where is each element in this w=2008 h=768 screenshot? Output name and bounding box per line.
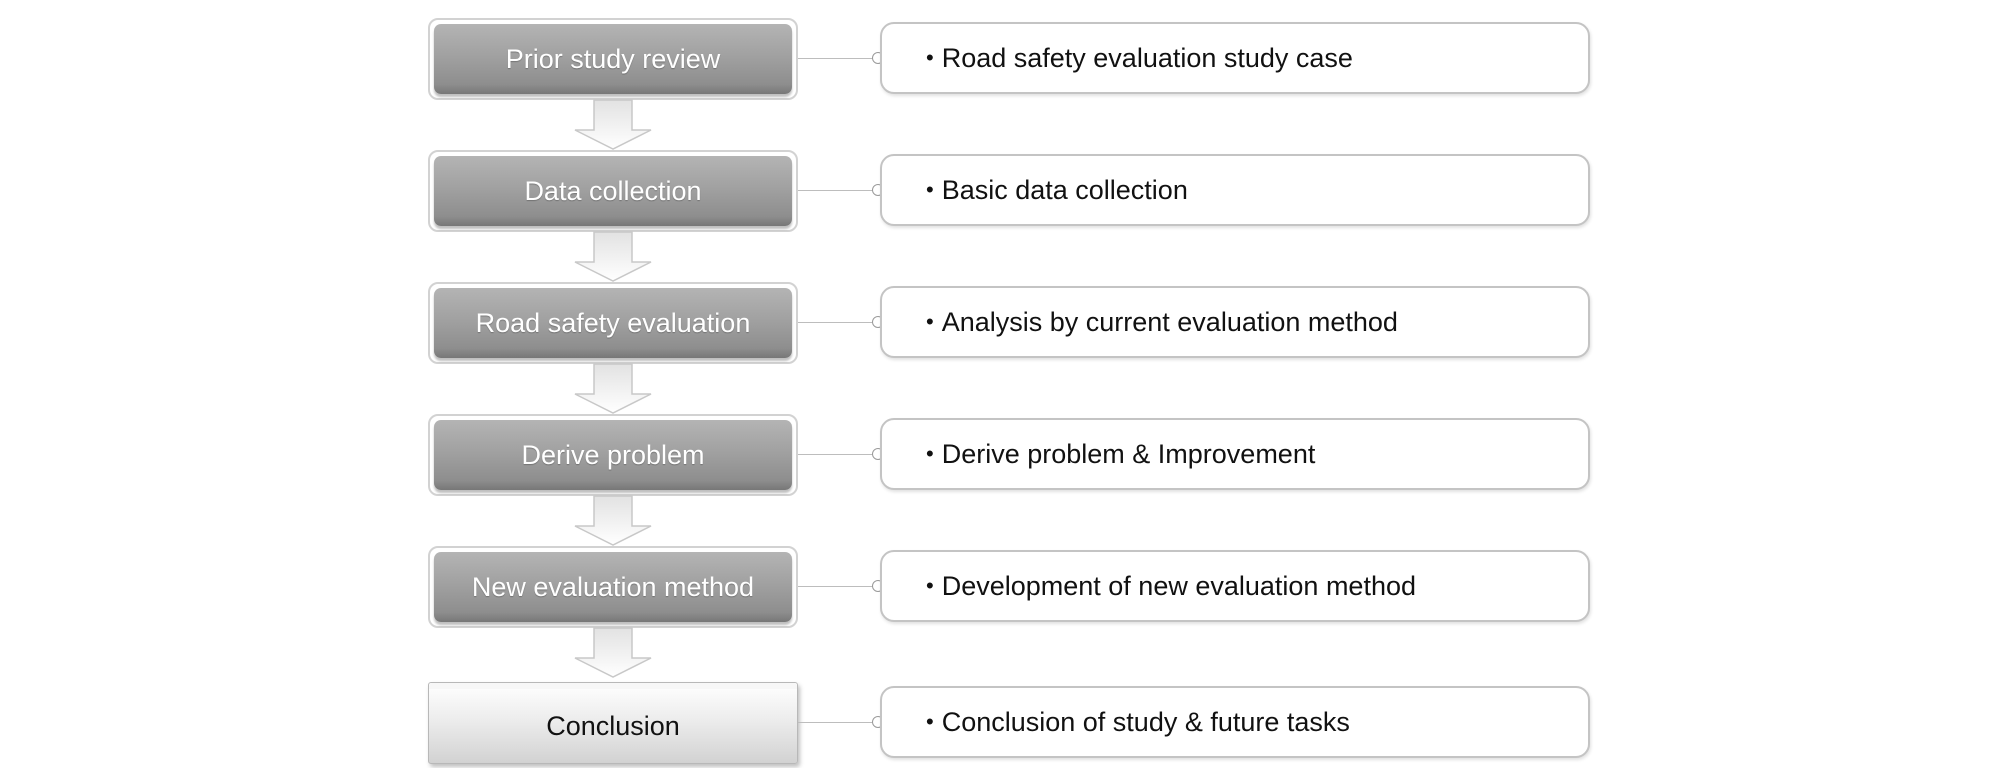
bullet-icon: • (926, 45, 934, 70)
connector-line (798, 322, 874, 323)
connector-line (798, 454, 874, 455)
detail-text: Road safety evaluation study case (941, 42, 1353, 73)
connector-line (798, 58, 874, 59)
bullet-icon: • (926, 709, 934, 734)
detail-box: • Conclusion of study & future tasks (880, 686, 1590, 758)
down-arrow-icon (574, 231, 652, 282)
detail-text: Basic data collection (941, 174, 1188, 205)
connector-line (798, 586, 874, 587)
step-label: New evaluation method (471, 571, 755, 602)
step-box: New evaluation method (428, 546, 798, 628)
bullet-icon: • (926, 177, 934, 202)
connector-line (798, 190, 874, 191)
step-box-fill: Conclusion (429, 683, 797, 763)
step-label: Road safety evaluation (475, 307, 751, 338)
detail-box: • Derive problem & Improvement (880, 418, 1590, 490)
down-arrow-icon (574, 495, 652, 546)
step-box-fill: Road safety evaluation (434, 288, 792, 358)
bullet-icon: • (926, 441, 934, 466)
bullet-icon: • (926, 309, 934, 334)
detail-box: • Road safety evaluation study case (880, 22, 1590, 94)
step-label: Derive problem (521, 439, 705, 470)
step-box: Data collection (428, 150, 798, 232)
detail-box: • Analysis by current evaluation method (880, 286, 1590, 358)
detail-box: • Basic data collection (880, 154, 1590, 226)
step-box: Conclusion (428, 682, 798, 764)
down-arrow-icon (574, 99, 652, 150)
step-box-fill: Derive problem (434, 420, 792, 490)
step-box-fill: New evaluation method (434, 552, 792, 622)
connector-line (798, 722, 874, 723)
step-label: Prior study review (505, 43, 721, 74)
detail-text: Analysis by current evaluation method (941, 306, 1398, 337)
step-label: Data collection (524, 175, 702, 206)
detail-text: Development of new evaluation method (941, 570, 1416, 601)
detail-text: Derive problem & Improvement (941, 438, 1316, 469)
step-box-fill: Prior study review (434, 24, 792, 94)
step-box: Prior study review (428, 18, 798, 100)
step-label: Conclusion (546, 710, 680, 741)
detail-box: • Development of new evaluation method (880, 550, 1590, 622)
step-box-fill: Data collection (434, 156, 792, 226)
bullet-icon: • (926, 573, 934, 598)
down-arrow-icon (574, 363, 652, 414)
step-box: Road safety evaluation (428, 282, 798, 364)
down-arrow-icon (574, 627, 652, 678)
detail-text: Conclusion of study & future tasks (941, 706, 1350, 737)
step-box: Derive problem (428, 414, 798, 496)
